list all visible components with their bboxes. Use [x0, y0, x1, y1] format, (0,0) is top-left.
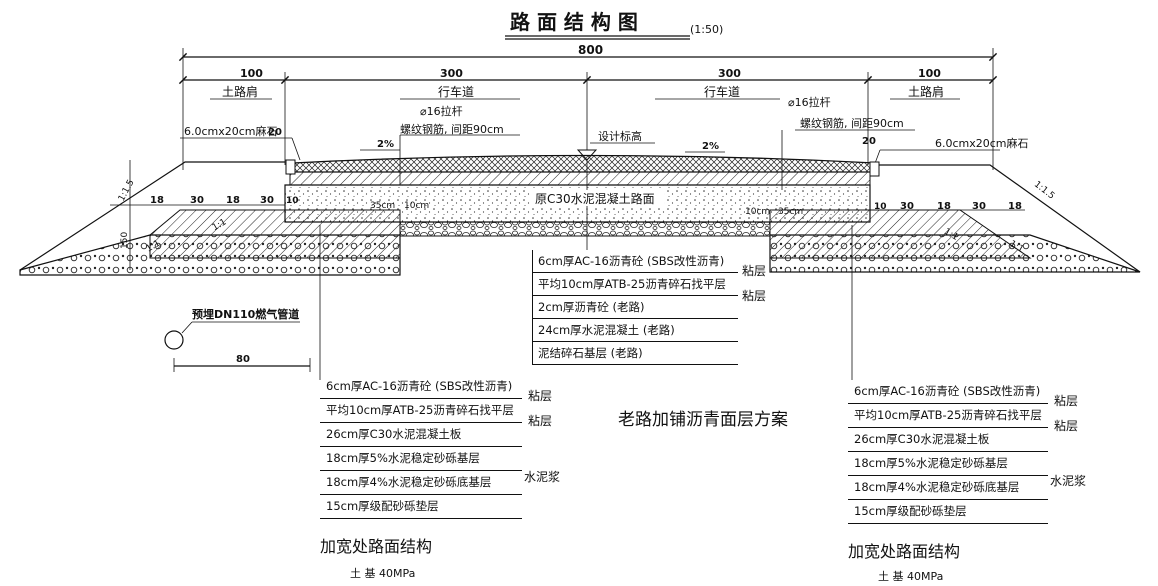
label-shoulder-right: 土路肩 — [908, 84, 944, 99]
curb-width-right: 20 — [862, 136, 876, 147]
left-caption: 加宽处路面结构 — [320, 537, 433, 556]
step-dim-3: 18 — [226, 195, 240, 206]
step-dim-r1: 30 — [900, 201, 914, 212]
layer-row: 18cm厚4%水泥稳定砂砾底基层 — [320, 471, 522, 495]
layer-row: 18cm厚5%水泥稳定砂砾基层 — [320, 447, 522, 471]
curb-label-right: 6.0cmx20cm麻石 — [935, 136, 1029, 150]
dim-lane-left: 300 — [440, 67, 463, 80]
layer-row: 6cm厚AC-16沥青砼 (SBS改性沥青) — [320, 375, 522, 399]
left-side-1: 粘层 — [528, 389, 553, 403]
center-side-1: 粘层 — [742, 264, 767, 278]
joint-35cm-left: 35cm — [370, 201, 395, 211]
curb-label-left: 6.0cmx20cm麻石 — [184, 124, 278, 138]
left-side-2: 粘层 — [528, 414, 553, 428]
step-dim-4: 30 — [260, 195, 274, 206]
dim-shoulder-left: 100 — [240, 67, 263, 80]
joint-left-10: 10 — [286, 196, 299, 206]
grade-left: 2% — [377, 139, 394, 150]
layer-row: 18cm厚4%水泥稳定砂砾底基层 — [848, 476, 1048, 500]
right-layer-table: 6cm厚AC-16沥青砼 (SBS改性沥青) 平均10cm厚ATB-25沥青碎石… — [848, 380, 1048, 524]
drawing-scale: (1:50) — [690, 23, 723, 36]
layer-row: 24cm厚水泥混凝土 (老路) — [532, 319, 738, 342]
joint-10cm-right: 10cm — [745, 207, 770, 217]
layer-row: 26cm厚C30水泥混凝土板 — [320, 423, 522, 447]
center-caption: 老路加铺沥青面层方案 — [618, 410, 788, 430]
gas-pipe-label: 预埋DN110燃气管道 — [192, 307, 299, 321]
joint-35cm-right: 35cm — [778, 207, 803, 217]
step-dim-1: 18 — [150, 195, 164, 206]
layer-row: 2cm厚沥青砼 (老路) — [532, 296, 738, 319]
layer-row: 26cm厚C30水泥混凝土板 — [848, 428, 1048, 452]
layer-row: 6cm厚AC-16沥青砼 (SBS改性沥青) — [848, 380, 1048, 404]
slope-right-115: 1:1.5 — [1032, 180, 1056, 202]
left-subgrade: 土 基 40MPa — [350, 567, 416, 580]
label-lane-right: 行车道 — [704, 84, 740, 99]
right-side-3: 水泥浆 — [1050, 474, 1087, 488]
right-caption: 加宽处路面结构 — [848, 542, 961, 561]
joint-10cm-left: 10cm — [404, 201, 429, 211]
layer-row: 平均10cm厚ATB-25沥青碎石找平层 — [848, 404, 1048, 428]
center-side-2: 粘层 — [742, 289, 767, 303]
rebar-left: 螺纹钢筋, 间距90cm — [400, 122, 504, 136]
grade-right: 2% — [702, 141, 719, 152]
height-dim: 150 — [120, 232, 130, 249]
slope-left-115: 1:1.5 — [117, 178, 137, 203]
layer-row: 6cm厚AC-16沥青砼 (SBS改性沥青) — [532, 250, 738, 273]
old-slab-label: 原C30水泥混凝土路面 — [535, 191, 655, 206]
dim-shoulder-right: 100 — [918, 67, 941, 80]
dim-lane-right: 300 — [718, 67, 741, 80]
left-layer-table: 6cm厚AC-16沥青砼 (SBS改性沥青) 平均10cm厚ATB-25沥青碎石… — [320, 375, 522, 519]
step-dim-r3: 30 — [972, 201, 986, 212]
tie-bar-left: ⌀16拉杆 — [420, 104, 463, 118]
joint-right-10: 10 — [874, 202, 887, 212]
layer-row: 18cm厚5%水泥稳定砂砾基层 — [848, 452, 1048, 476]
center-layer-table: 6cm厚AC-16沥青砼 (SBS改性沥青) 平均10cm厚ATB-25沥青碎石… — [532, 250, 738, 365]
dim-total: 800 — [578, 43, 603, 57]
left-side-3: 水泥浆 — [524, 470, 561, 484]
step-dim-2: 30 — [190, 195, 204, 206]
rebar-right: 螺纹钢筋, 间距90cm — [800, 116, 904, 130]
cross-section — [19, 154, 1141, 380]
curb-width-left: 20 — [268, 127, 282, 138]
pipe-offset-dim: 80 — [236, 354, 250, 365]
layer-row: 平均10cm厚ATB-25沥青碎石找平层 — [320, 399, 522, 423]
tie-bar-right: ⌀16拉杆 — [788, 95, 831, 109]
design-elevation: 设计标高 — [598, 129, 642, 143]
step-dim-r4: 18 — [1008, 201, 1022, 212]
step-dim-r2: 18 — [937, 201, 951, 212]
layer-row: 平均10cm厚ATB-25沥青碎石找平层 — [532, 273, 738, 296]
dimension-lines — [183, 48, 993, 170]
drawing-title: 路 面 结 构 图 — [510, 10, 638, 34]
layer-row: 泥结碎石基层 (老路) — [532, 342, 738, 365]
right-subgrade: 土 基 40MPa — [878, 570, 944, 583]
label-lane-left: 行车道 — [438, 84, 474, 99]
layer-row: 15cm厚级配砂砾垫层 — [320, 495, 522, 519]
right-side-1: 粘层 — [1054, 394, 1079, 408]
right-side-2: 粘层 — [1054, 419, 1079, 433]
label-shoulder-left: 土路肩 — [222, 84, 258, 99]
layer-row: 15cm厚级配砂砾垫层 — [848, 500, 1048, 524]
gas-pipe-icon — [164, 330, 184, 350]
